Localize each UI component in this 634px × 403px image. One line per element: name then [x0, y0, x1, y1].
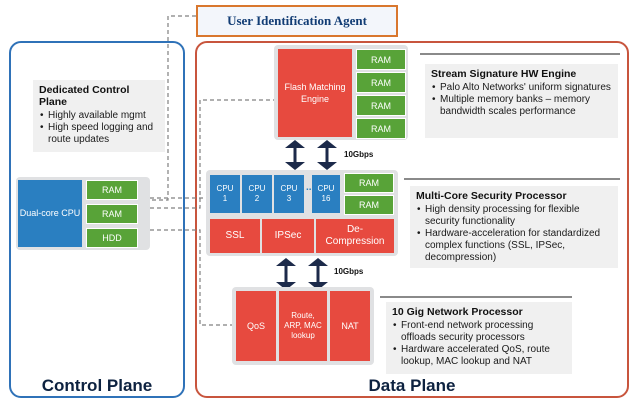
- security-ram-2: RAM: [344, 195, 394, 215]
- stream-info-bullet: Palo Alto Networks' uniform signatures: [432, 82, 612, 94]
- network-info-title: 10 Gig Network Processor: [392, 306, 523, 318]
- security-processor-info: Multi-Core Security Processor High densi…: [410, 186, 618, 268]
- link-speed-bottom: 10Gbps: [334, 267, 364, 276]
- data-plane-frame: [195, 41, 629, 398]
- network-processor-info: 10 Gig Network Processor Front-end netwo…: [386, 302, 572, 374]
- qos-label: QoS: [246, 321, 265, 331]
- stream-info-rule: [420, 53, 620, 55]
- arrow-head-down: [317, 162, 337, 170]
- security-info-title: Multi-Core Security Processor: [416, 190, 567, 202]
- memory-label: RAM: [359, 200, 379, 210]
- cpu-number: 1: [222, 194, 228, 203]
- arrow-head-up: [285, 140, 305, 148]
- control-to-flash-connector: [150, 99, 276, 209]
- agent-connector: [150, 15, 196, 201]
- cpu-number: 3: [286, 194, 292, 203]
- arrow-head-up: [276, 258, 296, 266]
- control-plane-info: Dedicated Control Plane Highly available…: [33, 80, 165, 152]
- memory-label: RAM: [371, 77, 391, 88]
- security-ram-1: RAM: [344, 173, 394, 193]
- flash-ram-4: RAM: [356, 118, 406, 139]
- flash-matching-engine: Flash Matching Engine: [278, 49, 352, 137]
- arrow-head-up: [308, 258, 328, 266]
- control-plane-info-title: Dedicated Control Plane: [39, 84, 130, 108]
- cpu-name: CPU: [317, 184, 335, 193]
- network-info-bullet: Front-end network processing offloads se…: [393, 320, 566, 344]
- security-info-bullet: Hardware-acceleration for standardized c…: [417, 228, 612, 264]
- link-speed-top: 10Gbps: [344, 150, 374, 159]
- control-plane-frame: [9, 41, 185, 398]
- control-to-network-connector: [150, 229, 233, 326]
- arrow-head-down: [285, 162, 305, 170]
- route-lookup-engine: Route, ARP, MAC lookup: [279, 291, 327, 361]
- network-info-bullet: Hardware accelerated QoS, route lookup, …: [393, 344, 566, 368]
- control-hdd: HDD: [86, 228, 138, 248]
- flash-matching-engine-label: Flash Matching Engine: [284, 82, 346, 104]
- flash-ram-3: RAM: [356, 95, 406, 116]
- decompression-label: De-Compression: [325, 224, 385, 247]
- arrow-head-down: [308, 282, 328, 290]
- cpu-number: 16: [321, 194, 331, 203]
- agent-label: User Identification Agent: [227, 13, 367, 28]
- cpu-number: 2: [254, 194, 260, 203]
- arrow-head-down: [276, 282, 296, 290]
- flash-ram-2: RAM: [356, 72, 406, 93]
- stream-info-bullet: Multiple memory banks – memory bandwidth…: [432, 94, 612, 118]
- stream-info-title: Stream Signature HW Engine: [431, 68, 577, 80]
- nat-engine: NAT: [330, 291, 370, 361]
- security-info-rule: [404, 178, 620, 180]
- ipsec-label: IPSec: [274, 230, 302, 241]
- cpu-name: CPU: [248, 184, 266, 193]
- arrow-head-up: [317, 140, 337, 148]
- memory-label: RAM: [371, 123, 391, 134]
- cpu-ellipsis: ...: [306, 182, 315, 193]
- data-plane-title: Data Plane: [368, 376, 456, 395]
- memory-label: HDD: [102, 233, 122, 243]
- decompression-engine: De-Compression: [316, 219, 394, 253]
- memory-label: RAM: [102, 209, 122, 219]
- ssl-engine: SSL: [210, 219, 260, 253]
- ipsec-engine: IPSec: [262, 219, 314, 253]
- cpu-name: CPU: [280, 184, 298, 193]
- nat-label: NAT: [341, 321, 359, 331]
- qos-engine: QoS: [236, 291, 276, 361]
- ssl-label: SSL: [225, 230, 245, 241]
- control-ram-2: RAM: [86, 204, 138, 224]
- stream-signature-info: Stream Signature HW Engine Palo Alto Net…: [425, 64, 618, 138]
- memory-label: RAM: [359, 178, 379, 188]
- dual-core-cpu-label: Dual-core CPU: [19, 208, 81, 218]
- user-identification-agent: User Identification Agent: [196, 5, 398, 37]
- security-info-bullet: High density processing for flexible sec…: [417, 204, 612, 228]
- network-info-rule: [380, 296, 572, 298]
- memory-label: RAM: [371, 100, 391, 111]
- route-label: Route, ARP, MAC lookup: [284, 311, 322, 340]
- control-plane-bullet: High speed logging and route updates: [40, 122, 159, 146]
- memory-label: RAM: [102, 185, 122, 195]
- flash-ram-1: RAM: [356, 49, 406, 70]
- control-plane-bullet: Highly available mgmt: [40, 110, 159, 122]
- control-ram-1: RAM: [86, 180, 138, 200]
- cpu-name: CPU: [216, 184, 234, 193]
- memory-label: RAM: [371, 54, 391, 65]
- dual-core-cpu: Dual-core CPU: [18, 180, 82, 247]
- control-plane-title: Control Plane: [41, 376, 153, 395]
